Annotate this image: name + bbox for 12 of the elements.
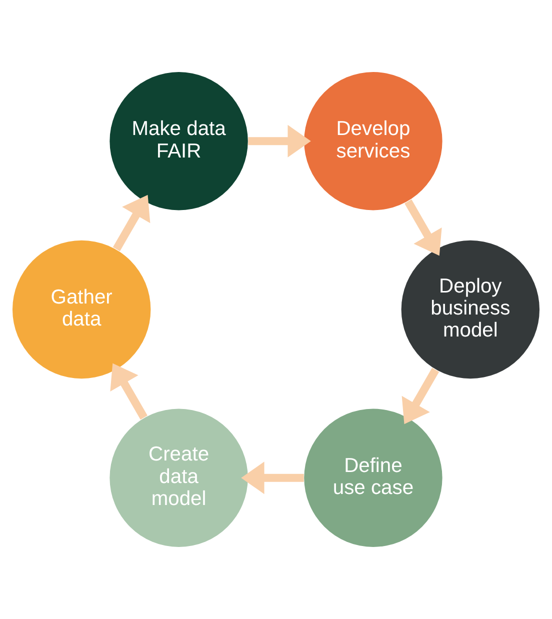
node-circle: Make data FAIR	[110, 72, 248, 210]
node-circle: Develop services	[304, 72, 442, 210]
node-circle: Define use case	[304, 408, 442, 547]
node-circle: Deploy business model	[401, 240, 540, 379]
arrow	[110, 363, 148, 420]
node-circle: Create data model	[110, 408, 248, 547]
arrow	[404, 199, 442, 256]
arrow	[402, 368, 440, 424]
arrow	[248, 124, 311, 158]
arrow	[241, 462, 304, 494]
arrow	[112, 194, 150, 252]
node-circle: Gather data	[12, 240, 151, 379]
